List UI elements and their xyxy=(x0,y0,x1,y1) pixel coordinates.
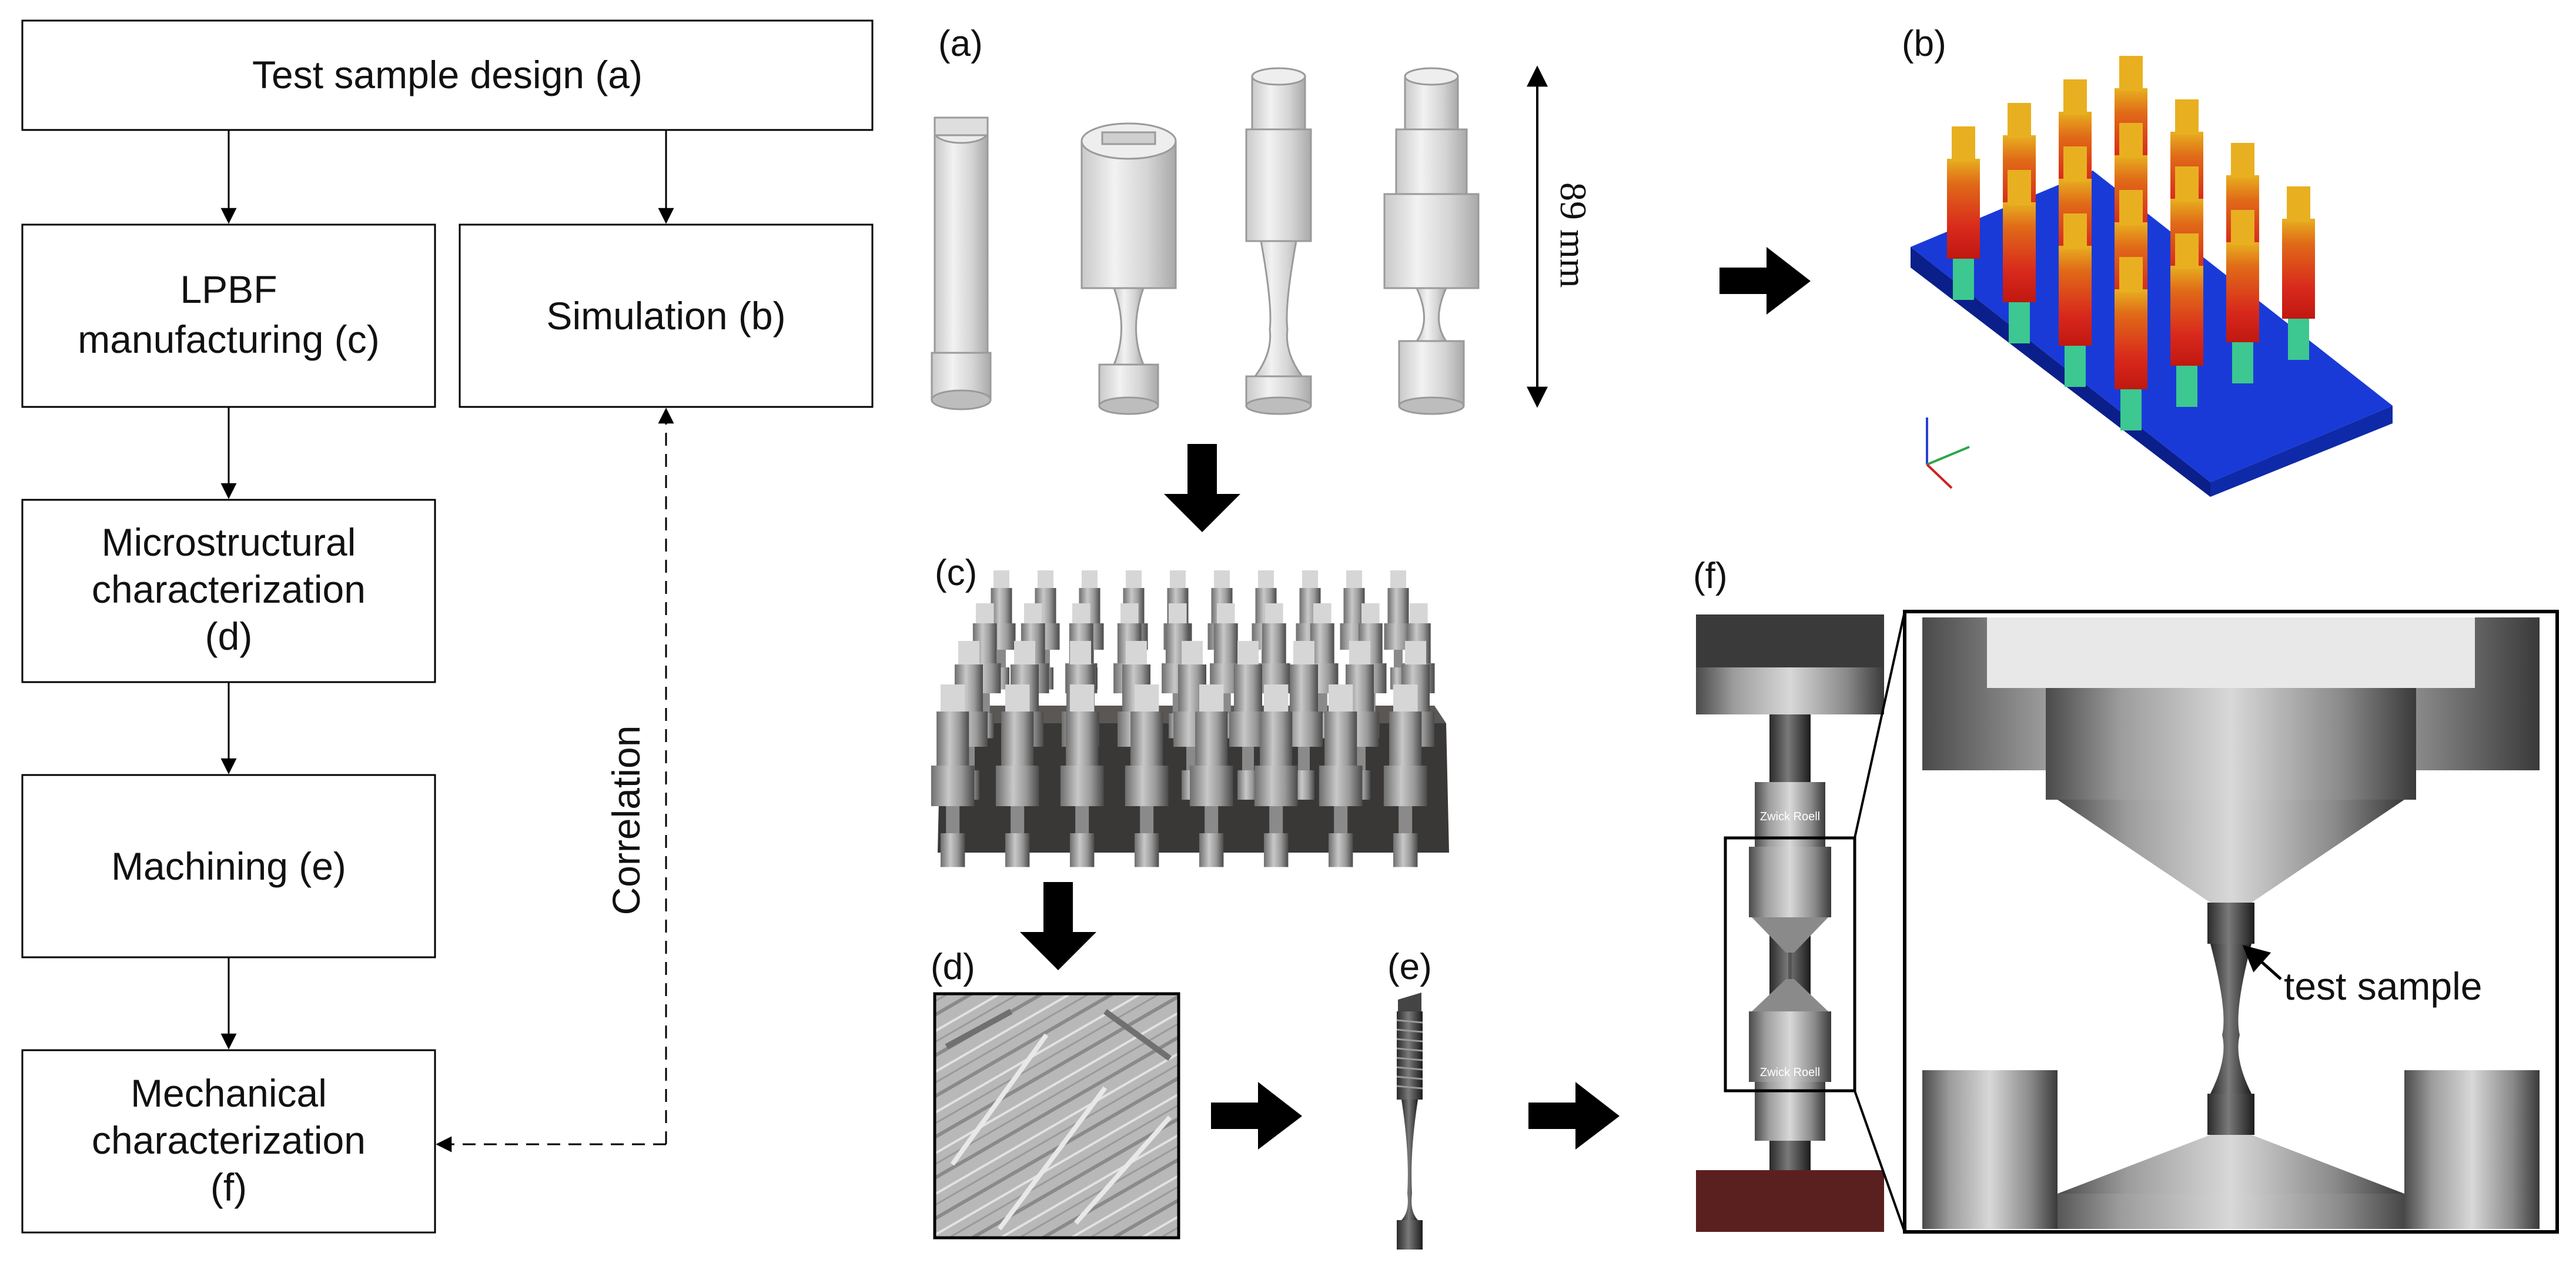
panel-label-e: (e) xyxy=(1387,947,1432,987)
arrow-c-to-d xyxy=(1020,882,1096,970)
build-plate-front xyxy=(1911,247,2210,497)
label-lpbf-line1: LPBF xyxy=(180,268,277,311)
sim-sample xyxy=(2170,233,2203,407)
flowchart-labels: Test sample design (a) LPBF manufacturin… xyxy=(78,53,785,1209)
panel-c-lpbf-photo xyxy=(931,570,1449,867)
label-lpbf-line2: manufacturing (c) xyxy=(78,318,380,361)
machine-brand-upper: Zwick Roell xyxy=(1760,810,1820,823)
panel-f-zoom-view xyxy=(1903,610,2559,1234)
callout-test-sample: test sample xyxy=(2284,964,2482,1008)
sim-sample xyxy=(2059,213,2092,387)
axis-triad-icon xyxy=(1926,417,1970,489)
sim-sample xyxy=(2282,186,2315,360)
lpbf-part xyxy=(1383,684,1427,867)
lpbf-part xyxy=(1060,684,1104,867)
label-mech-line1: Mechanical xyxy=(131,1071,327,1115)
panel-label-c: (c) xyxy=(935,553,977,593)
build-plate-top xyxy=(1911,171,2393,482)
zoom-line-top xyxy=(1854,611,1906,839)
sim-sample xyxy=(1947,126,1980,300)
build-plate-side xyxy=(2210,406,2393,497)
machine-top-crosshead xyxy=(1696,614,1884,667)
sim-sample xyxy=(2226,210,2259,383)
label-micro-line1: Microstructural xyxy=(102,520,356,564)
label-test-sample-design: Test sample design (a) xyxy=(252,53,643,96)
panel-f-test-machine: Zwick Roell Zwick Roell xyxy=(1693,612,1887,1232)
lpbf-part xyxy=(1125,684,1169,867)
cad-sample-threaded-cylinder xyxy=(1383,67,1480,415)
label-machining: Machining (e) xyxy=(111,844,346,888)
zoom-frame-small xyxy=(1724,836,1856,1093)
lpbf-part xyxy=(1254,684,1298,867)
panel-a-cad-samples xyxy=(931,67,1480,415)
lpbf-part xyxy=(1319,684,1363,867)
lpbf-part xyxy=(1189,684,1233,867)
lpbf-parts xyxy=(931,570,1435,867)
box-simulation xyxy=(459,223,874,408)
label-mech-line3: (f) xyxy=(210,1165,247,1209)
panel-b-simulation xyxy=(1911,56,2393,497)
panel-d-sem-micrograph xyxy=(933,992,1180,1240)
label-correlation: Correlation xyxy=(604,726,648,916)
cad-sample-threaded-dogbone xyxy=(1245,67,1312,415)
lpbf-part xyxy=(931,684,975,867)
machine-brand-lower: Zwick Roell xyxy=(1760,1066,1820,1079)
panel-label-f: (f) xyxy=(1693,556,1728,596)
label-micro-line2: characterization xyxy=(92,567,366,611)
cad-sample-cylinder-neck xyxy=(1080,122,1177,415)
arrow-a-to-b xyxy=(1719,247,1811,315)
box-test-sample-design xyxy=(21,19,874,131)
flowchart xyxy=(21,19,874,1234)
arrow-d-to-e xyxy=(1211,1082,1302,1150)
zoom-line-bottom xyxy=(1854,1090,1906,1232)
callout-arrow xyxy=(2242,945,2282,980)
arrow-a-to-c xyxy=(1164,444,1240,532)
panel-label-a: (a) xyxy=(938,24,983,64)
lpbf-part xyxy=(995,684,1039,867)
label-mech-line2: characterization xyxy=(92,1118,366,1162)
box-mechanical-characterization xyxy=(21,1049,436,1234)
zoom-test-specimen xyxy=(2210,944,2252,1094)
dimension-label-89mm: 89 mm xyxy=(1553,182,1594,288)
arrow-e-to-f xyxy=(1528,1082,1620,1150)
sim-sample xyxy=(2115,257,2147,430)
label-micro-line3: (d) xyxy=(205,614,253,658)
label-simulation: Simulation (b) xyxy=(546,294,785,338)
panel-label-b: (b) xyxy=(1902,24,1946,64)
simulated-samples xyxy=(1947,56,2315,430)
panel-e-machined-sample xyxy=(1396,993,1423,1250)
panel-label-d: (d) xyxy=(931,947,975,987)
cad-sample-rod xyxy=(931,116,992,410)
sim-sample xyxy=(2003,170,2036,343)
box-lpbf-manufacturing xyxy=(21,223,436,408)
